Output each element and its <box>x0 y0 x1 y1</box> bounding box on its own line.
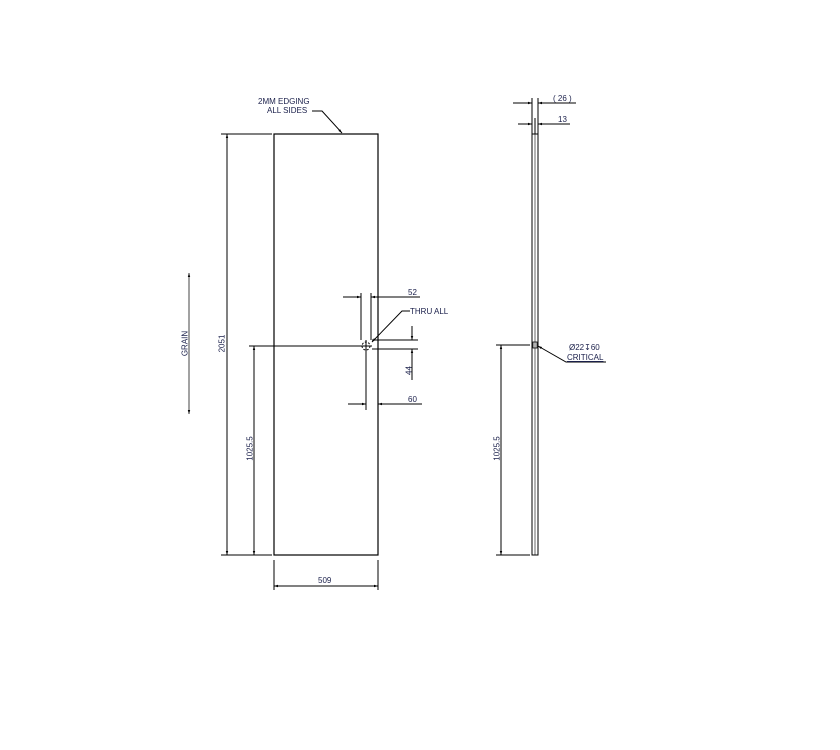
edging-leader <box>312 110 343 134</box>
panel-outline <box>273 133 379 556</box>
hole-spec-text: Ø22↧60 <box>569 343 600 352</box>
edging-note-line1: 2MM EDGING <box>258 97 310 106</box>
thru-all-note: THRU ALL <box>410 307 449 316</box>
overall-thickness-text: ( 26 ) <box>553 94 572 103</box>
critical-leader <box>537 345 606 363</box>
width-dim-text: 509 <box>318 576 332 585</box>
edging-note-line2: ALL SIDES <box>267 106 308 115</box>
hole-spacing-text: 44 <box>404 366 414 375</box>
hole-offset-top-text: 52 <box>408 288 417 297</box>
hole-offset-bottom-text: 60 <box>408 395 417 404</box>
height-dim-text: 2051 <box>217 334 227 353</box>
thickness-text: 13 <box>558 115 567 124</box>
critical-note: CRITICAL <box>567 353 604 362</box>
grain-label: GRAIN <box>180 330 190 357</box>
side-hole-height-text: 1025.5 <box>492 436 502 461</box>
front-view <box>187 110 422 590</box>
hole-height-dim-text: 1025.5 <box>245 436 255 461</box>
side-view <box>496 98 606 556</box>
thru-all-leader <box>371 310 410 343</box>
